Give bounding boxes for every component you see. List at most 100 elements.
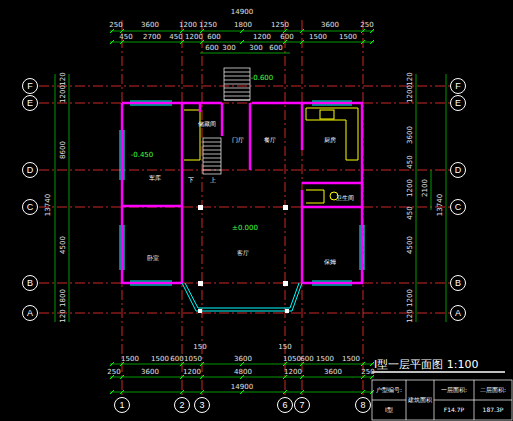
- dimension-text: 250: [360, 22, 373, 29]
- dim-tick: [300, 362, 304, 366]
- dim-tick: [180, 375, 184, 379]
- axis-bubble: E: [22, 95, 38, 111]
- dimension-text: 600: [269, 45, 282, 52]
- axis-label: 3: [199, 400, 204, 410]
- room-name: 厨房: [324, 137, 336, 143]
- dimension-text: 13740: [437, 194, 444, 216]
- room-name: 保姆: [324, 259, 336, 265]
- axis-grid: [39, 20, 450, 396]
- axis-bubble: 2: [174, 397, 190, 413]
- axis-bubble: C: [22, 199, 38, 215]
- table-cell: 户型编号:: [376, 387, 402, 393]
- dim-tick: [370, 375, 374, 379]
- dim-tick: [180, 362, 184, 366]
- dimension-text: 1500: [342, 356, 360, 363]
- dim-tick: [361, 362, 365, 366]
- dimension-text: 1250: [271, 22, 289, 29]
- dim-tick: [180, 40, 184, 44]
- dimension-text: 1200: [60, 85, 67, 103]
- dim-tick: [120, 362, 124, 366]
- table-cell: 187.3P: [483, 407, 504, 413]
- dimension-text: 250: [109, 22, 122, 29]
- axis-bubble: 1: [114, 397, 130, 413]
- axis-bubble: 7: [294, 397, 310, 413]
- dim-tick: [240, 362, 244, 366]
- dimension-text: 1050: [184, 356, 202, 363]
- dim-tick: [370, 29, 374, 33]
- dimension-text: 600: [300, 356, 313, 363]
- axis-bubble: D: [450, 162, 466, 178]
- dim-tick: [110, 390, 114, 394]
- dimension-text: 1500: [309, 34, 327, 41]
- dimension-text: 120: [60, 72, 67, 85]
- dimension-text: 450: [407, 155, 414, 168]
- axis-bubble: F: [450, 78, 466, 94]
- dim-tick: [200, 375, 204, 379]
- axis-bubble: 8: [355, 397, 371, 413]
- axis-bubble: B: [450, 275, 466, 291]
- table-cell: 建筑面积: [408, 397, 432, 403]
- dim-tick: [180, 29, 184, 33]
- axis-label: C: [27, 202, 34, 212]
- dimension-text: 1500: [316, 356, 334, 363]
- dim-tick: [200, 362, 204, 366]
- axis-label: E: [455, 98, 461, 108]
- dimension-text: 2100: [422, 179, 429, 197]
- axis-bubble: A: [450, 305, 466, 321]
- dimension-text: 120: [407, 309, 414, 322]
- axis-label: D: [27, 165, 34, 175]
- dimension-text: 3600: [324, 369, 342, 376]
- axis-label: 7: [299, 400, 304, 410]
- dim-tick: [200, 390, 204, 394]
- dimension-text: 1500: [121, 356, 139, 363]
- dim-tick: [361, 40, 365, 44]
- dim-tick: [110, 375, 114, 379]
- axis-label: 2: [179, 400, 184, 410]
- table-cell: 二层面积:: [480, 387, 506, 393]
- dimension-text: 4500: [407, 236, 414, 254]
- dim-tick: [110, 362, 114, 366]
- dimension-text: 13740: [45, 194, 52, 216]
- room-name: 餐厅: [264, 137, 276, 143]
- table-cell: 一层面积:: [441, 387, 467, 393]
- dim-tick: [370, 362, 374, 366]
- dimension-text: 300: [249, 45, 262, 52]
- columns: [198, 205, 289, 313]
- axis-bubble: 6: [277, 397, 293, 413]
- dimension-text: 150: [193, 344, 206, 351]
- dimension-text: 600: [207, 34, 220, 41]
- dim-tick: [283, 40, 287, 44]
- dim-tick: [110, 40, 114, 44]
- dimension-text: 8600: [60, 141, 67, 159]
- dimension-text: 450: [169, 34, 182, 41]
- room-name: 下: [188, 177, 194, 183]
- room-name: 卧室: [147, 255, 159, 261]
- dim-tick: [200, 40, 204, 44]
- dim-tick: [300, 40, 304, 44]
- dimension-text: 1200: [284, 369, 302, 376]
- dim-tick: [120, 29, 124, 33]
- dim-tick: [110, 29, 114, 33]
- elevation-mark: -0.450: [131, 152, 154, 159]
- dimension-text: 1200: [407, 85, 414, 103]
- table-cell: I型: [385, 407, 393, 413]
- table-cell: F14.7P: [444, 407, 464, 413]
- dimension-text: 600: [170, 356, 183, 363]
- dimension-text: 1200: [185, 34, 203, 41]
- dimension-text: 1500: [339, 34, 357, 41]
- dim-tick: [300, 390, 304, 394]
- dimension-ticks: [110, 29, 374, 394]
- dim-tick: [240, 390, 244, 394]
- axis-bubble: B: [22, 275, 38, 291]
- dim-tick: [120, 40, 124, 44]
- dim-tick: [361, 29, 365, 33]
- dim-tick: [200, 29, 204, 33]
- room-name: 卫生间: [336, 195, 354, 201]
- dimension-text: 2700: [143, 34, 161, 41]
- walls: [122, 103, 362, 283]
- dimension-lines: [55, 31, 446, 392]
- dimension-text: 3600: [234, 356, 252, 363]
- dim-tick: [180, 390, 184, 394]
- dim-tick: [283, 390, 287, 394]
- room-name: 门厅: [232, 137, 244, 143]
